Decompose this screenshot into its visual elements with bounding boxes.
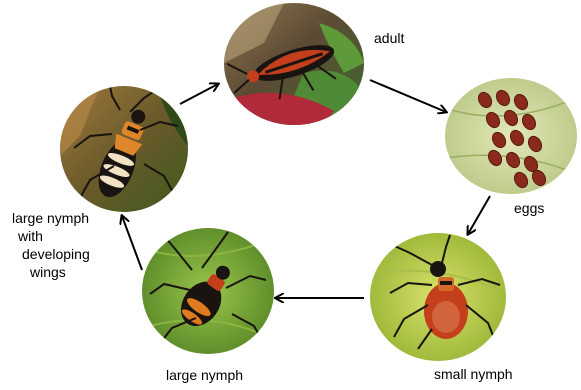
- large-nymph-label: large nymph: [166, 367, 243, 383]
- eggs-photo: [445, 78, 577, 194]
- large-nymph-wings-photo: [60, 86, 188, 212]
- small-nymph-photo: [370, 233, 506, 361]
- adult-photo: [224, 3, 364, 125]
- eggs-label: eggs: [514, 200, 544, 216]
- large-nymph-wings-label-line-4: wings: [30, 264, 66, 280]
- arrow-winged-nymph-to-adult: [180, 84, 218, 104]
- large-nymph-wings-label-line-1: large nymph: [12, 210, 89, 226]
- small-nymph-label: small nymph: [434, 366, 513, 382]
- arrow-large-nymph-to-winged-nymph: [122, 216, 142, 270]
- large-nymph-photo: [142, 228, 274, 354]
- large-nymph-wings-label-line-2: with: [18, 228, 43, 244]
- large-nymph-wings-label-line-3: developing: [22, 246, 90, 262]
- arrow-eggs-to-small-nymph: [468, 196, 490, 234]
- adult-label: adult: [374, 30, 404, 46]
- arrow-adult-to-eggs: [370, 80, 446, 112]
